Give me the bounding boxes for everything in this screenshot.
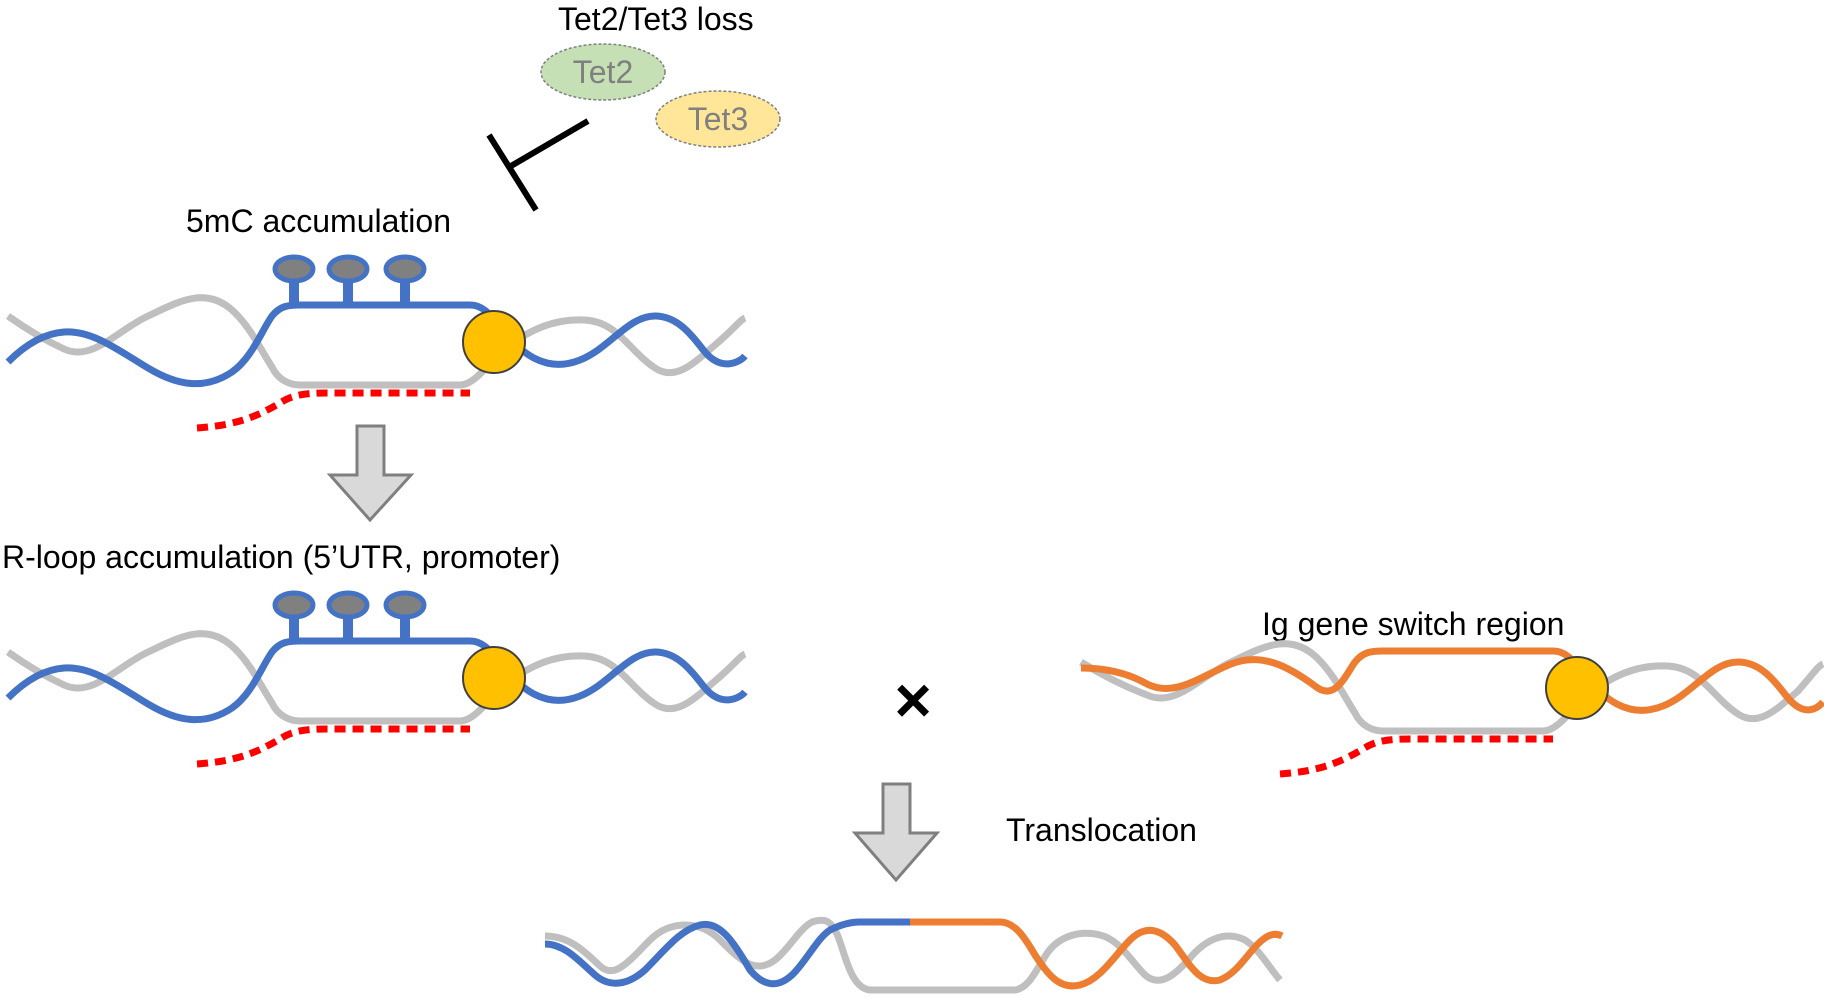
polymerase — [1545, 656, 1609, 720]
dna-orange-strand — [910, 918, 1284, 990]
tet3-enzyme: Tet3 — [655, 90, 781, 148]
tet2-enzyme: Tet2 — [540, 43, 666, 101]
dna-blue-strand — [544, 918, 910, 988]
rloop-accumulation-label: R-loop accumulation (5’UTR, promoter) — [2, 539, 560, 575]
dna-gray-strand — [5, 294, 747, 389]
rna-strand — [196, 389, 470, 432]
down-arrow-1 — [326, 424, 415, 523]
dna-rloop-orange — [1079, 640, 1824, 778]
dna-translocation-product — [544, 916, 1284, 994]
tet2-label: Tet2 — [573, 54, 633, 90]
dna-blue-strand — [5, 637, 748, 724]
tet3-label: Tet3 — [688, 101, 748, 137]
rna-strand — [196, 725, 470, 768]
ig-switch-label: Ig gene switch region — [1262, 606, 1564, 642]
mc-accumulation-label: 5mC accumulation — [186, 203, 451, 239]
rna-strand — [1279, 735, 1553, 778]
dna-gray-strand — [1079, 640, 1824, 735]
polymerase — [462, 646, 526, 710]
dna-orange-strand — [1080, 647, 1824, 714]
inhibition-symbol — [486, 118, 590, 212]
down-arrow-2 — [851, 782, 941, 883]
dna-gray-strand — [5, 630, 747, 725]
translocation-label: Translocation — [1006, 812, 1197, 848]
dna-rloop-blue-top — [5, 257, 748, 432]
methylation-marks — [275, 593, 424, 641]
polymerase — [462, 310, 526, 374]
dna-blue-strand — [5, 301, 748, 388]
dna-rloop-blue-middle — [5, 593, 748, 768]
cross-symbol: × — [894, 664, 931, 736]
methylation-marks — [275, 257, 424, 305]
dna-gray-strand — [544, 916, 1283, 994]
tet-loss-label: Tet2/Tet3 loss — [558, 1, 754, 37]
